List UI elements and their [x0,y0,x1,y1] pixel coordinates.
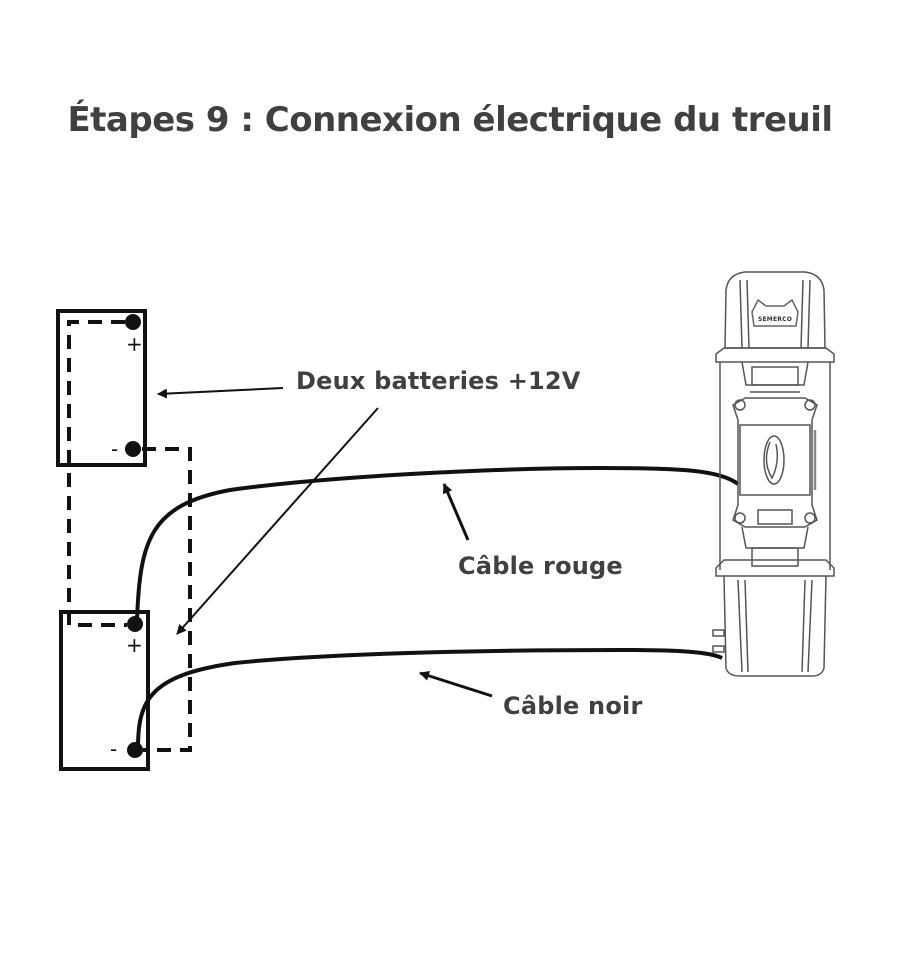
battery-bottom-case [59,610,150,771]
battery-top-negative-sign: - [111,437,118,461]
black-cable [136,647,723,749]
battery-bottom-positive-sign: + [126,633,143,657]
battery-bottom-positive-terminal [127,616,143,632]
battery-top-positive-terminal [125,314,141,330]
page-title: Étapes 9 : Connexion électrique du treui… [67,100,833,140]
batteries-arrow-bottom [176,407,379,635]
battery-top-case [56,309,147,467]
red-cable [135,465,740,621]
jumper-negative [142,447,192,752]
battery-bottom-negative-terminal [127,742,143,758]
battery-bottom: + - [59,610,150,771]
batteries-arrow-top [157,387,284,399]
jumper-positive [67,320,127,627]
winch-illustration [712,271,835,677]
jumper-wires [67,320,192,752]
black-cable-arrow [419,670,493,698]
batteries-label: Deux batteries +12V [296,367,581,395]
winch-brand-plate-text: SEMERCO [758,316,792,323]
red-cable-label: Câble rouge [458,552,623,580]
battery-bottom-negative-sign: - [110,737,117,761]
black-cable-label: Câble noir [503,692,643,720]
red-cable-arrow [442,483,470,541]
battery-top-positive-sign: + [126,332,143,356]
battery-top-negative-terminal [125,441,141,457]
battery-top: + - [56,309,147,467]
